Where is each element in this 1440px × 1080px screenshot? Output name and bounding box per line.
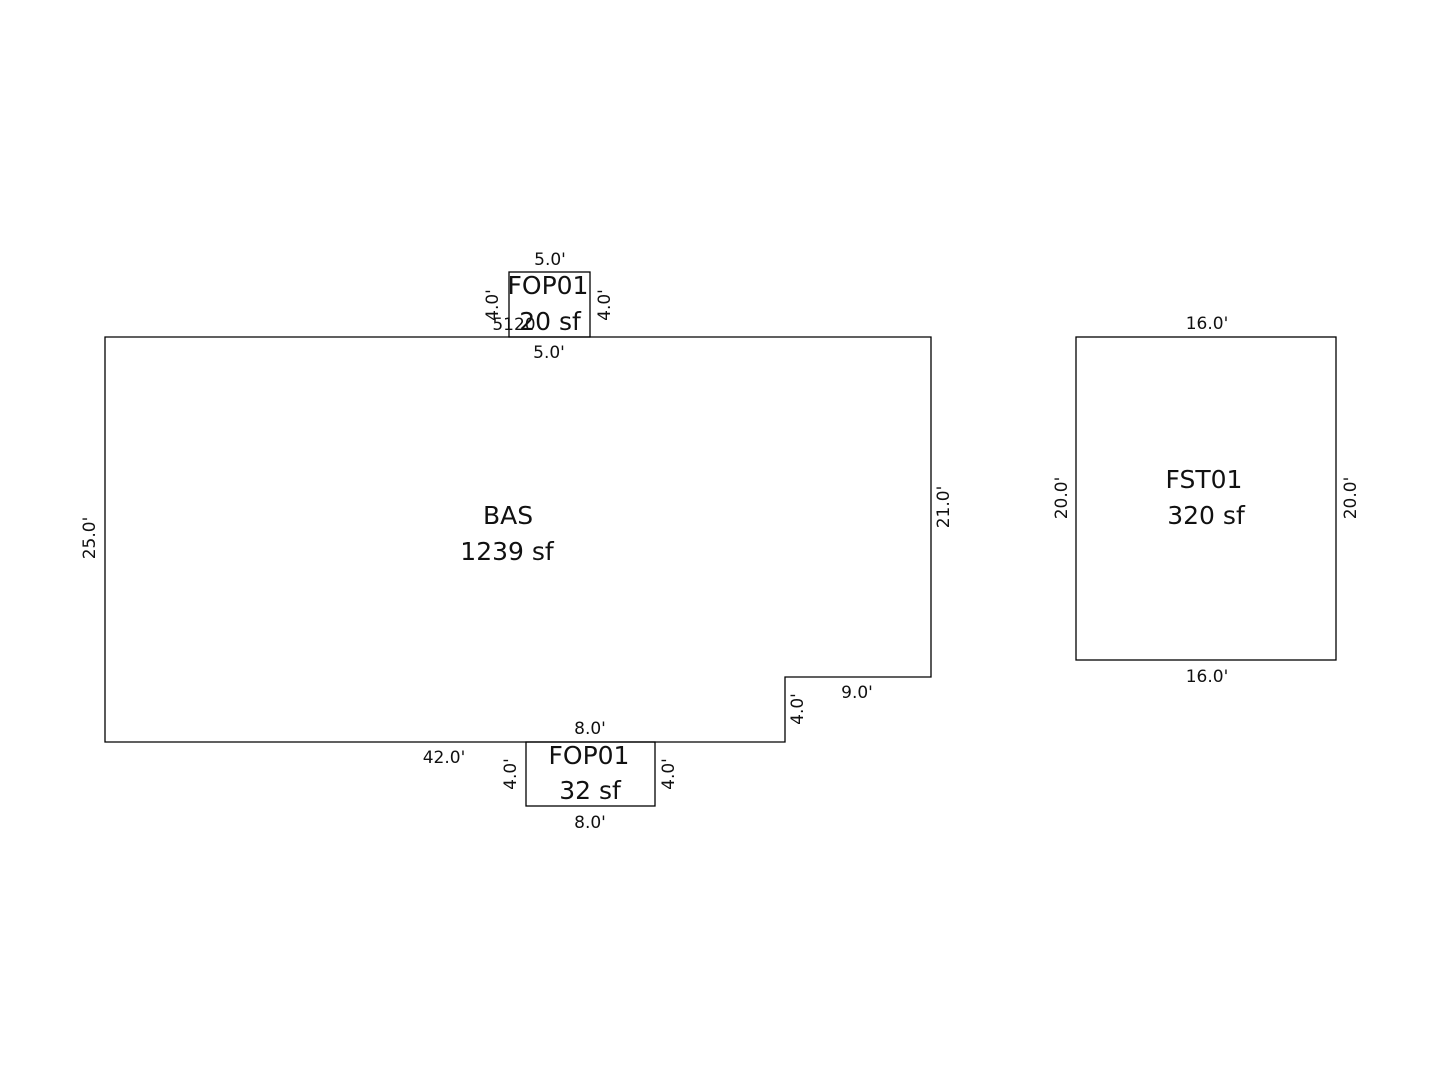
fop-top-name: FOP01 (508, 271, 589, 300)
fop-top-area: 20 sf (519, 307, 582, 336)
bas-right-dimension: 21.0' (934, 486, 954, 529)
bas-outline (104, 336, 932, 743)
fop-top-top-dimension: 5.0' (534, 250, 566, 270)
fst-bottom-dimension: 16.0' (1186, 667, 1229, 687)
fst-top-dimension: 16.0' (1186, 314, 1229, 334)
bas-left-dimension: 25.0' (80, 517, 100, 560)
bas-step-vertical-dimension: 4.0' (788, 693, 808, 725)
fop-top-bottom-dimension: 5.0' (533, 343, 565, 363)
fop-top-right-dimension: 4.0' (595, 289, 615, 321)
fop-bottom-bottom-dimension: 8.0' (574, 813, 606, 833)
fop-bottom-left-dimension: 4.0' (501, 758, 521, 790)
bas-area: 1239 sf (460, 537, 555, 566)
fst-area: 320 sf (1167, 501, 1246, 530)
bas-bottom-dimension: 42.0' (423, 748, 466, 768)
bas-step-horizontal-dimension: 9.0' (841, 683, 873, 703)
fst-outline (1075, 336, 1337, 661)
bas-name: BAS (483, 501, 533, 530)
fst-right-dimension: 20.0' (1341, 477, 1361, 520)
fop-bottom-name: FOP01 (549, 741, 630, 770)
fop-bottom-right-dimension: 4.0' (659, 758, 679, 790)
fop-bottom-outline (525, 741, 656, 807)
fop-bottom-top-dimension: 8.0' (574, 719, 606, 739)
fop-top-left-dimension: 4.0' (483, 289, 503, 321)
fst-left-dimension: 20.0' (1052, 477, 1072, 520)
fop-top-overlap-text: 5120 (492, 315, 535, 335)
fop-top-outline (508, 271, 591, 338)
fop-bottom-area: 32 sf (559, 776, 622, 805)
fst-name: FST01 (1166, 465, 1243, 494)
